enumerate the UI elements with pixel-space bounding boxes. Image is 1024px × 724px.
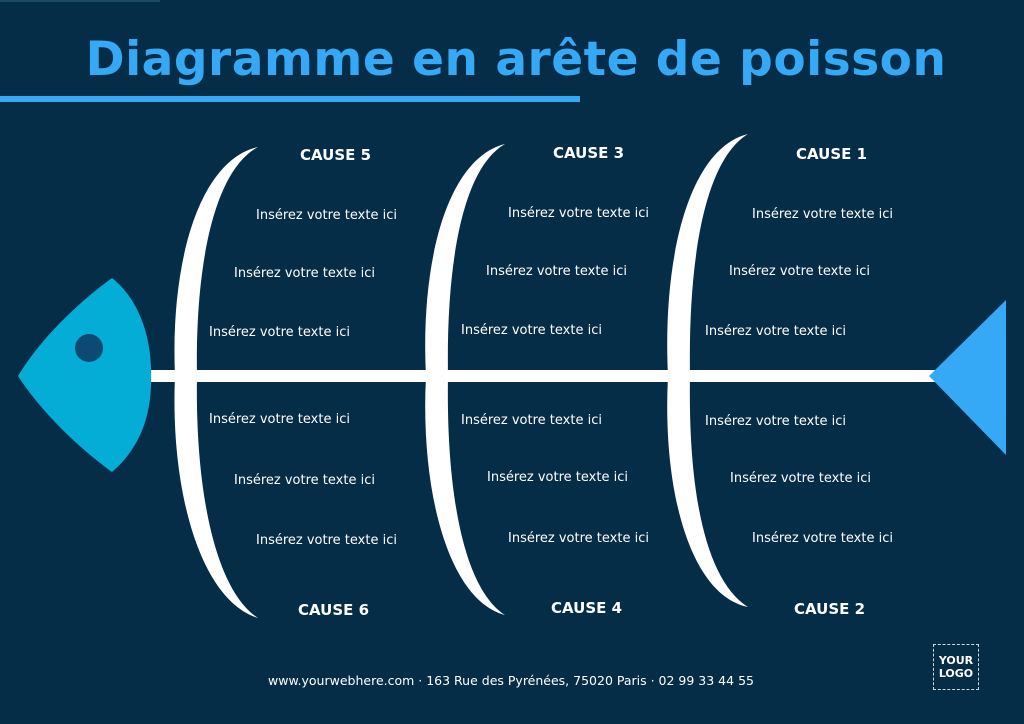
cause-2-label: CAUSE 2 (794, 600, 866, 618)
cause-5-label: CAUSE 5 (300, 146, 372, 164)
cause-1-item-3: Insérez votre texte ici (705, 324, 846, 339)
cause-4-item-3: Insérez votre texte ici (508, 531, 649, 546)
rib-right (667, 134, 748, 607)
cause-1-label: CAUSE 1 (796, 145, 868, 163)
logo-line-2: LOGO (938, 667, 974, 680)
cause-2-item-1: Insérez votre texte ici (705, 414, 846, 429)
cause-3-item-1: Insérez votre texte ici (508, 206, 649, 221)
cause-5-item-3: Insérez votre texte ici (209, 325, 350, 340)
cause-5-item-2: Insérez votre texte ici (234, 266, 375, 281)
cause-6-item-3: Insérez votre texte ici (256, 533, 397, 548)
cause-3-label: CAUSE 3 (553, 144, 625, 162)
cause-2-item-2: Insérez votre texte ici (730, 471, 871, 486)
fish-tail-icon (929, 300, 1006, 455)
cause-3-item-3: Insérez votre texte ici (461, 323, 602, 338)
cause-6-item-1: Insérez votre texte ici (209, 412, 350, 427)
footer-contact: www.yourwebhere.com · 163 Rue des Pyréné… (0, 673, 1024, 688)
fish-head-icon (18, 278, 152, 472)
footer-text: www.yourwebhere.com · 163 Rue des Pyréné… (268, 673, 754, 688)
rib-center (425, 144, 505, 615)
cause-5-item-1: Insérez votre texte ici (256, 208, 397, 223)
cause-4-item-1: Insérez votre texte ici (461, 413, 602, 428)
title-underline (0, 96, 580, 102)
cause-6-item-2: Insérez votre texte ici (234, 473, 375, 488)
fish-eye-icon (75, 334, 103, 362)
rib-left (174, 147, 258, 618)
cause-4-label: CAUSE 4 (551, 599, 623, 617)
cause-4-item-2: Insérez votre texte ici (487, 470, 628, 485)
cause-1-item-1: Insérez votre texte ici (752, 207, 893, 222)
cause-6-label: CAUSE 6 (298, 601, 370, 619)
cause-2-item-3: Insérez votre texte ici (752, 531, 893, 546)
spine (140, 370, 940, 382)
logo-line-1: YOUR (938, 654, 974, 667)
logo-placeholder: YOUR LOGO (933, 644, 979, 690)
cause-1-item-2: Insérez votre texte ici (729, 264, 870, 279)
page-title: Diagramme en arête de poisson (85, 32, 947, 87)
cause-3-item-2: Insérez votre texte ici (486, 264, 627, 279)
top-accent-strip (0, 0, 160, 2)
